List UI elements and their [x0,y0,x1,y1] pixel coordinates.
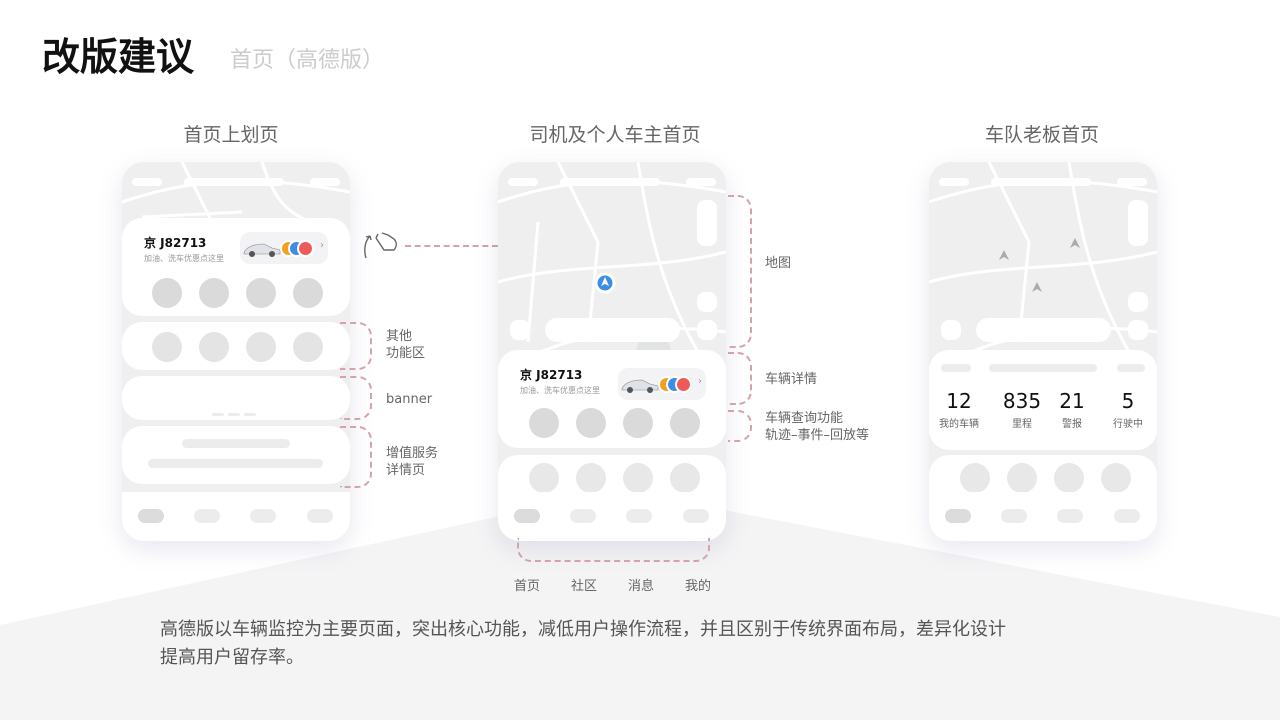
bracket-tab-bar [517,538,710,562]
function-icon[interactable] [152,278,182,308]
note-value-added: 增值服务 详情页 [386,446,439,478]
function-icon[interactable] [670,463,700,493]
column-title-fleet: 车队老板首页 [984,124,1099,146]
tab-label-home: 首页 [514,579,541,594]
tab-bar [929,492,1157,541]
function-icon[interactable] [670,408,700,438]
map-button[interactable] [697,320,717,340]
tab-messages[interactable] [626,509,652,523]
value-added-card[interactable] [122,426,350,484]
function-icon[interactable] [1007,463,1037,493]
stat-vehicles-value: 12 [946,389,972,413]
summary-text: 高德版以车辆监控为主要页面，突出核心功能，减低用户操作流程，并且区别于传统界面布… [160,619,1006,668]
page-subtitle: 首页（高德版） [230,48,385,73]
stat-driving-label: 行驶中 [1113,419,1143,430]
car-icon [621,379,659,393]
tab-mine[interactable] [1114,509,1140,523]
function-icon[interactable] [246,332,276,362]
column-title-driver: 司机及个人车主首页 [529,124,701,146]
map-controls[interactable] [1128,200,1148,246]
function-icon[interactable] [576,408,606,438]
tab-mine[interactable] [683,509,709,523]
tab-messages[interactable] [1057,509,1083,523]
note-other-functions: 其他 功能区 [386,329,426,361]
search-bar[interactable] [545,318,680,342]
tab-bar [122,492,350,541]
function-icon[interactable] [199,332,229,362]
chevron-right-icon: › [320,240,324,251]
plate-number: 京 J82713 [144,236,207,250]
map-button[interactable] [941,320,961,340]
note-map: 地图 [765,256,792,271]
swipe-hand-icon [364,232,397,259]
bracket-vehicle-query [728,410,752,442]
phone-scroll-up: 京 J82713 加油、洗车优惠点这里 › [122,162,350,541]
function-icon[interactable] [529,408,559,438]
function-icon[interactable] [623,408,653,438]
fuel-icon [675,376,692,393]
fuel-icon [297,240,314,257]
vehicle-card[interactable]: 京 J82713 加油、洗车优惠点这里 › [498,350,726,448]
tab-mine[interactable] [307,509,333,523]
phone-fleet-home [929,162,1157,541]
chevron-right-icon: › [698,376,702,387]
offers-pill[interactable]: › [240,232,328,264]
function-icon[interactable] [623,463,653,493]
function-icon[interactable] [960,463,990,493]
tab-bar [498,492,726,541]
function-icon[interactable] [576,463,606,493]
column-title-scroll-up: 首页上划页 [183,124,279,146]
tab-home[interactable] [138,509,164,523]
tab-home[interactable] [514,509,540,523]
function-icon[interactable] [152,332,182,362]
function-icon[interactable] [1101,463,1131,493]
stat-driving-value: 5 [1121,389,1135,413]
bracket-map [728,195,752,348]
phone-driver-home: 京 J82713 加油、洗车优惠点这里 › [498,162,726,541]
stat-alerts-value: 21 [1059,389,1085,413]
fleet-stats-card [929,350,1157,450]
vehicle-subtitle: 加油、洗车优惠点这里 [520,386,600,395]
plate-number: 京 J82713 [520,368,583,382]
tab-label-community: 社区 [571,579,598,594]
other-functions-card [122,322,350,370]
function-icon[interactable] [529,463,559,493]
tab-label-messages: 消息 [628,579,655,594]
stat-vehicles-label: 我的车辆 [939,419,979,430]
bracket-banner [340,376,372,420]
map-button[interactable] [697,292,717,312]
banner-card[interactable] [122,376,350,420]
note-banner: banner [386,392,433,407]
tab-home[interactable] [945,509,971,523]
map-button[interactable] [1128,320,1148,340]
function-icon[interactable] [199,278,229,308]
bracket-vehicle-detail [728,352,752,405]
function-icon[interactable] [1054,463,1084,493]
stat-mileage-value: 835 [1002,389,1042,413]
function-icon[interactable] [293,278,323,308]
stat-mileage-label: 里程 [1012,419,1032,430]
map-button[interactable] [1128,292,1148,312]
car-icon [243,243,281,257]
connector-line [405,245,498,247]
function-icon[interactable] [293,332,323,362]
vehicle-subtitle: 加油、洗车优惠点这里 [144,254,224,263]
bracket-other-functions [340,322,372,370]
tab-messages[interactable] [250,509,276,523]
bracket-value-added [340,426,372,488]
tab-community[interactable] [570,509,596,523]
function-icon[interactable] [246,278,276,308]
map-button[interactable] [510,320,530,340]
tab-community[interactable] [194,509,220,523]
page-title: 改版建议 [42,35,195,79]
tab-label-mine: 我的 [685,579,712,594]
map-controls[interactable] [697,200,717,246]
search-bar[interactable] [976,318,1111,342]
note-vehicle-query: 车辆查询功能 轨迹–事件–回放等 [765,411,870,443]
tab-community[interactable] [1001,509,1027,523]
vehicle-card[interactable]: 京 J82713 加油、洗车优惠点这里 › [122,218,350,316]
note-vehicle-detail: 车辆详情 [765,372,818,387]
stat-alerts-label: 警报 [1062,419,1082,430]
offers-pill[interactable]: › [618,368,706,400]
